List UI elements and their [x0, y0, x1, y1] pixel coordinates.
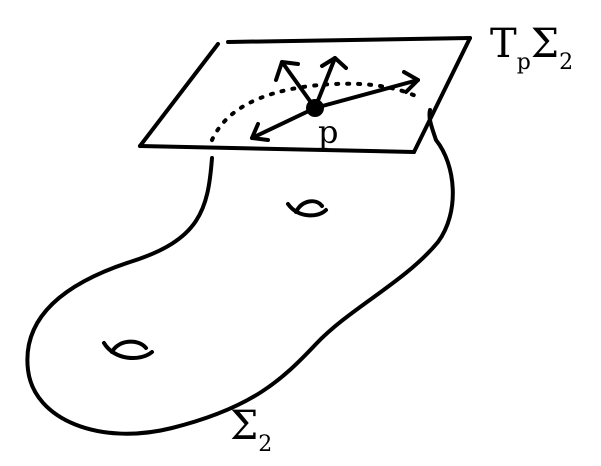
tangent-plane-label: TpΣ2	[490, 24, 573, 64]
tangent-plane-label-T: T	[490, 21, 517, 67]
vector-down-left	[252, 108, 315, 138]
tangent-plane-label-p: p	[517, 50, 531, 75]
hole-lower-upper-arc	[112, 342, 146, 352]
tangent-plane-right-edge	[414, 38, 470, 152]
surface-boundary	[27, 110, 452, 434]
tangent-plane-bottom-edge	[140, 146, 414, 152]
vector-right	[315, 80, 418, 108]
surface-hole-upper	[288, 201, 326, 215]
tangent-plane-label-sigma: Σ	[531, 21, 559, 67]
surface-hole-lower	[104, 342, 152, 358]
surface-outline	[27, 110, 452, 434]
tangent-plane-left-edge	[140, 44, 218, 146]
surface-label-sigma: Σ	[230, 403, 258, 449]
tangent-plane-top-edge	[228, 38, 470, 42]
surface-label-subscript: 2	[258, 432, 272, 457]
tangent-plane-label-subscript: 2	[559, 50, 573, 75]
point-p-label: p	[318, 116, 338, 148]
hole-upper-upper-arc	[296, 201, 322, 212]
surface-label: Σ2	[230, 406, 272, 446]
